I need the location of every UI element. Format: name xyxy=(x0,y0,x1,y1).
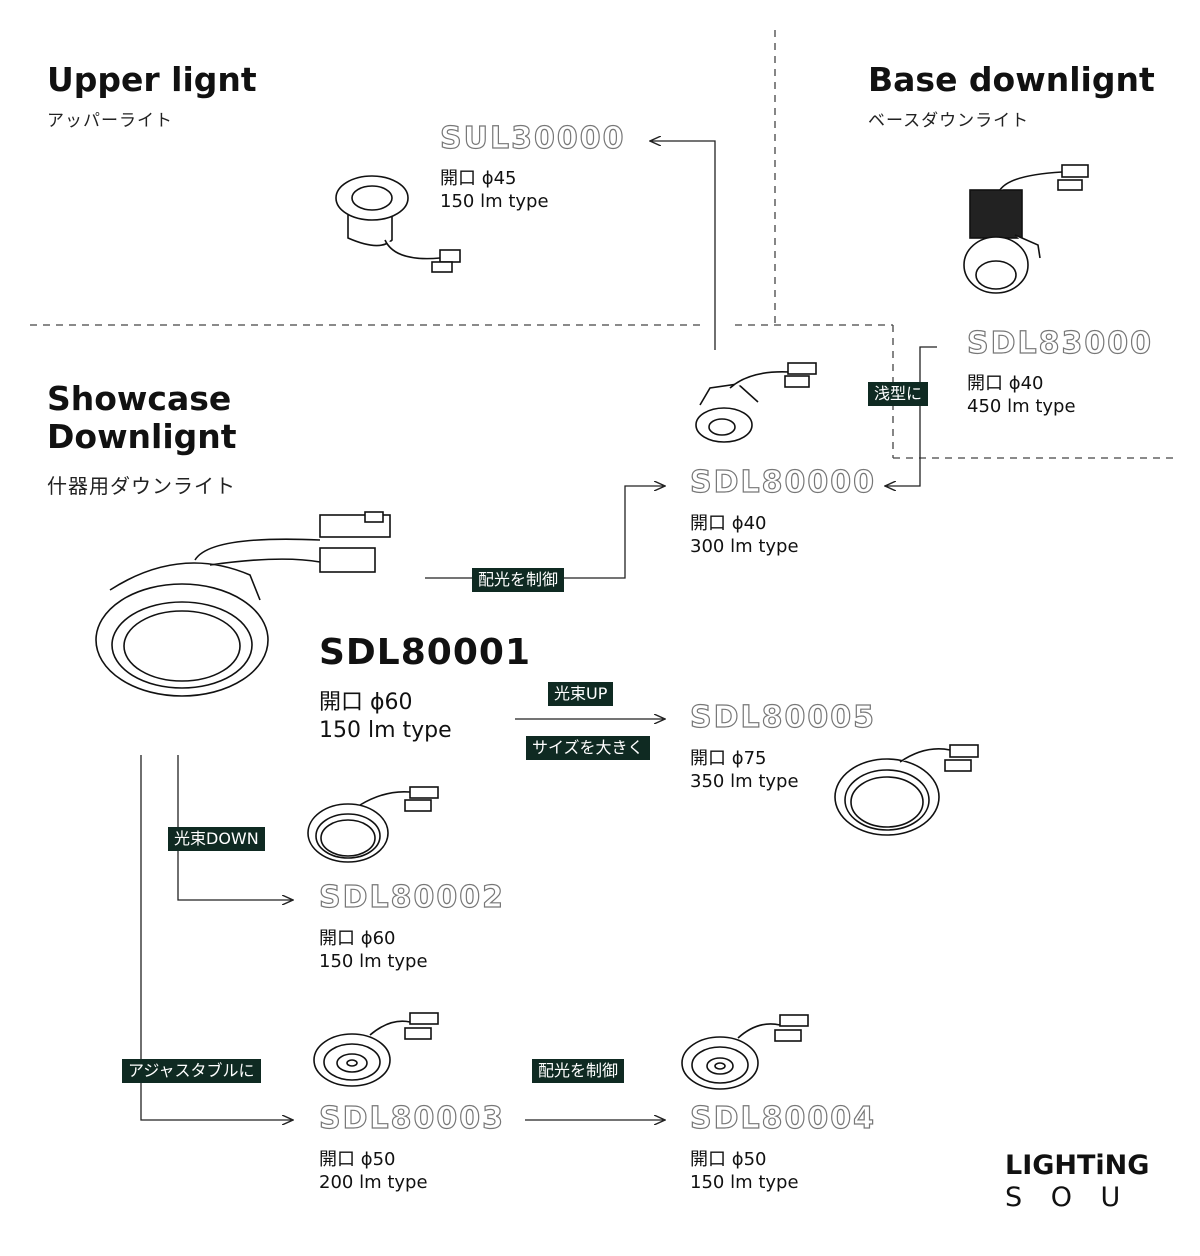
sdl80005-code: SDL80005 xyxy=(689,699,876,735)
sdl80002-lumen: 150 lm type xyxy=(319,951,428,972)
sdl80002-code: SDL80002 xyxy=(318,879,505,915)
sdl80000-code: SDL80000 xyxy=(689,464,876,500)
sdl80000-fixture-image xyxy=(695,362,817,443)
upper-light-title: Upper lignt xyxy=(47,60,257,99)
sdl80004-lumen: 150 lm type xyxy=(690,1172,799,1193)
sdl80004-aperture: 開口 ϕ50 xyxy=(690,1149,767,1170)
sdl80000-lumen: 300 lm type xyxy=(690,536,799,557)
tag-shallow: 浅型に xyxy=(868,382,929,406)
sdl80003-aperture: 開口 ϕ50 xyxy=(319,1149,396,1170)
sdl80001-code: SDL80001 xyxy=(319,632,531,673)
sdl80000-aperture: 開口 ϕ40 xyxy=(690,513,767,534)
arrow-to-sdl80002 xyxy=(177,755,293,900)
sdl83000-aperture: 開口 ϕ40 xyxy=(967,373,1044,394)
sdl80001-lumen: 150 lm type xyxy=(319,718,452,743)
showcase-title-line2: Downlignt xyxy=(47,417,237,456)
sul30000-fixture-image xyxy=(335,175,461,273)
upper-light-subtitle: アッパーライト xyxy=(47,111,173,131)
sdl80004-fixture-image xyxy=(681,1014,809,1090)
sul30000-code: SUL30000 xyxy=(439,120,626,156)
sdl80005-lumen: 350 lm type xyxy=(690,771,799,792)
arrow-to-sul30000 xyxy=(650,141,716,350)
sdl83000-fixture-image xyxy=(963,164,1089,294)
tag-adjustable: アジャスタブルに xyxy=(122,1059,261,1083)
logo-sou: S O U xyxy=(1005,1182,1131,1213)
sul30000-aperture: 開口 ϕ45 xyxy=(440,168,517,189)
logo-lighting: LIGHTiNG xyxy=(1005,1150,1150,1181)
sdl83000-code: SDL83000 xyxy=(966,325,1153,361)
tag-distribution-control-2: 配光を制御 xyxy=(532,1059,625,1083)
showcase-title-line1: Showcase xyxy=(47,379,232,418)
tag-size-up: サイズを大きく xyxy=(526,736,650,760)
arrow-sdl83000-to-sdl80000 xyxy=(885,346,937,486)
arrow-to-sdl80000 xyxy=(425,486,665,579)
base-downlight-title: Base downlignt xyxy=(868,60,1155,99)
tag-lumen-up: 光束UP xyxy=(548,682,614,706)
base-downlight-subtitle: ベースダウンライト xyxy=(868,111,1030,131)
sdl80002-fixture-image xyxy=(307,786,439,863)
sdl80002-aperture: 開口 ϕ60 xyxy=(319,928,396,949)
sdl80003-fixture-image xyxy=(313,1012,439,1087)
sdl80003-code: SDL80003 xyxy=(318,1100,505,1136)
showcase-subtitle: 什器用ダウンライト xyxy=(47,474,236,498)
sdl83000-lumen: 450 lm type xyxy=(967,396,1076,417)
sdl80003-lumen: 200 lm type xyxy=(319,1172,428,1193)
sdl80004-code: SDL80004 xyxy=(689,1100,876,1136)
sdl80005-aperture: 開口 ϕ75 xyxy=(690,748,767,769)
sdl80001-fixture-image xyxy=(95,511,391,697)
sul30000-lumen: 150 lm type xyxy=(440,191,549,212)
tag-distribution-control: 配光を制御 xyxy=(472,568,565,592)
arrow-to-sdl80003 xyxy=(140,755,293,1120)
sdl80001-aperture: 開口 ϕ60 xyxy=(319,690,413,715)
tag-lumen-down: 光束DOWN xyxy=(168,827,265,851)
sdl80005-fixture-image xyxy=(834,744,979,836)
